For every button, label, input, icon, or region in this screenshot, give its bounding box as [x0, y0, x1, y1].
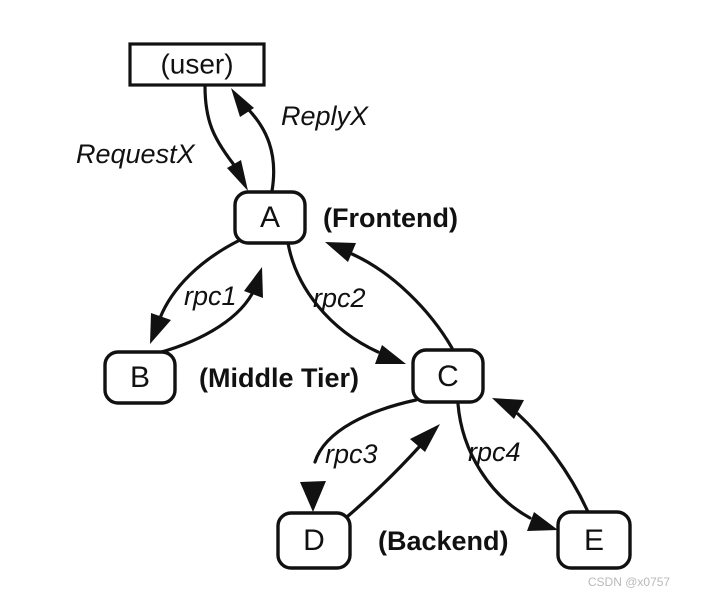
edge-c-to-a-arrowhead: [325, 242, 356, 262]
edge-a-to-c: [286, 241, 406, 364]
edge-c-to-d-arrowhead: [300, 481, 326, 512]
tier-label-backend: (Backend): [378, 526, 509, 556]
edge-c-to-e: [456, 402, 558, 531]
edge-a-to-b-arrowhead: [150, 313, 171, 344]
node-c-label: C: [437, 360, 459, 393]
node-user-shape: [128, 42, 266, 87]
edge-c-to-a: [325, 242, 454, 350]
edge-e-to-c-arrowhead: [492, 398, 524, 419]
watermark-label: CSDN @x0757: [588, 575, 671, 589]
node-a-shape: [233, 190, 307, 245]
edge-c-to-d: [300, 398, 418, 512]
tier-label-middle-tier: (Middle Tier): [199, 363, 359, 393]
edge-b-to-a-arrowhead: [244, 267, 263, 298]
edge-a-to-b: [150, 238, 242, 344]
node-c[interactable]: C: [411, 348, 485, 404]
node-b-shape: [103, 350, 177, 405]
node-user-label: (user): [160, 48, 233, 79]
edge-d-to-c-path: [346, 444, 422, 518]
edge-label-rpc3: rpc3: [325, 439, 378, 469]
node-c-shape: [411, 348, 485, 404]
node-a[interactable]: A: [233, 190, 307, 245]
edge-a-to-user-path: [242, 103, 276, 193]
tier-label-frontend: (Frontend): [323, 203, 458, 233]
edge-label-requestx: RequestX: [76, 139, 196, 169]
edge-label-replyx: ReplyX: [281, 101, 369, 131]
edge-label-rpc1: rpc1: [184, 281, 237, 311]
node-d-label: D: [303, 524, 325, 557]
edge-c-to-e-arrowhead: [527, 512, 558, 531]
edge-a-to-c-arrowhead: [375, 345, 406, 364]
edge-user-to-a: [203, 84, 248, 191]
edge-user-to-a-path: [203, 84, 240, 172]
edge-user-to-a-arrowhead: [227, 160, 248, 191]
edge-a-to-b-path: [158, 238, 242, 320]
edge-c-to-a-path: [350, 252, 454, 350]
node-e[interactable]: E: [556, 510, 632, 570]
node-e-shape: [556, 510, 632, 570]
edge-label-rpc2: rpc2: [313, 283, 366, 313]
node-d-shape: [276, 511, 352, 570]
node-d[interactable]: D: [276, 511, 352, 570]
edge-d-to-c: [346, 424, 440, 518]
edge-a-to-user-arrowhead: [231, 88, 254, 117]
edge-a-to-user: [231, 88, 276, 193]
edge-e-to-c-path: [516, 412, 590, 514]
node-user[interactable]: (user): [128, 42, 266, 87]
edge-c-to-e-path: [456, 402, 532, 520]
node-e-label: E: [584, 524, 604, 557]
node-a-label: A: [260, 201, 280, 234]
edge-d-to-c-arrowhead: [410, 424, 440, 452]
node-b[interactable]: B: [103, 350, 177, 405]
node-b-label: B: [130, 361, 150, 394]
edge-e-to-c: [492, 398, 590, 514]
edge-c-to-d-path: [313, 398, 418, 464]
edge-label-rpc4: rpc4: [468, 437, 521, 467]
edge-a-to-c-path: [286, 241, 380, 354]
